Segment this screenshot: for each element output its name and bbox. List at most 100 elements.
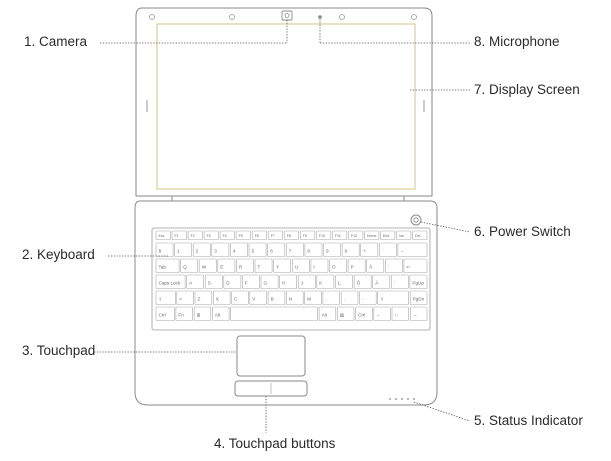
keyboard-key bbox=[366, 258, 385, 273]
keyboard-key-label: ' bbox=[394, 280, 395, 285]
keyboard-key-label: R bbox=[239, 264, 243, 269]
keyboard-key bbox=[336, 306, 355, 321]
keyboard-key-label: F bbox=[245, 280, 248, 285]
keyboard-key bbox=[329, 258, 347, 273]
keyboard-key bbox=[323, 242, 341, 257]
keyboard-key bbox=[230, 306, 318, 321]
keyboard-key-label: 9 bbox=[326, 248, 329, 253]
keyboard-key bbox=[213, 290, 231, 305]
keyboard-key bbox=[155, 258, 180, 273]
keyboard-key bbox=[155, 242, 174, 257]
keyboard-key-label: Fn bbox=[178, 312, 184, 317]
keyboard-key bbox=[335, 274, 353, 289]
keyboard-key bbox=[373, 306, 391, 321]
keyboard-key-label: F3 bbox=[207, 234, 211, 238]
keyboard-key-label: Caps Lock bbox=[159, 280, 181, 285]
keyboard-key-label: 2 bbox=[196, 248, 199, 253]
camera-label: 1. Camera bbox=[24, 34, 88, 49]
keyboard-key bbox=[267, 230, 284, 240]
keyboard-key-label: Ins bbox=[399, 234, 404, 238]
keyboard-key bbox=[286, 290, 304, 305]
keyboard-key bbox=[315, 230, 332, 240]
keyboard-key bbox=[171, 230, 187, 240]
keyboard-key-label: F1 bbox=[175, 234, 179, 238]
keyboard-key-label: Y bbox=[276, 264, 279, 269]
keyboard-key bbox=[355, 306, 373, 321]
keyboard-key bbox=[297, 274, 316, 289]
keyboard-key-label: ⇧ bbox=[159, 296, 163, 301]
keyboard-key bbox=[331, 230, 348, 240]
keyboard-key-label: ⇧ bbox=[380, 296, 384, 301]
keyboard-key-label: Ctrl bbox=[358, 312, 365, 317]
keyboard-key bbox=[359, 290, 377, 305]
keyboard-key bbox=[155, 290, 176, 305]
keyboard-key bbox=[377, 290, 410, 305]
keyboard-key bbox=[251, 230, 267, 240]
keyboard-key bbox=[217, 258, 236, 273]
keyboard-key-label: Ctrl bbox=[159, 312, 166, 317]
keyboard-key bbox=[267, 290, 286, 305]
keyboard-key-label: 1 bbox=[177, 248, 180, 253]
camera-icon bbox=[281, 10, 293, 21]
keyboard-key bbox=[187, 230, 203, 240]
keyboard-key bbox=[155, 306, 175, 321]
keyboard-key bbox=[304, 242, 323, 257]
keyboard-key-label: 5 bbox=[252, 248, 255, 253]
keyboard-key-label: Å bbox=[369, 263, 373, 269]
lid-screw-icon bbox=[149, 14, 155, 20]
keyboard-key bbox=[155, 230, 171, 240]
keyboard-key-label: W bbox=[202, 264, 207, 269]
keyboard-key-label: ⊞ bbox=[197, 312, 201, 317]
keyboard-key-label: F2 bbox=[191, 234, 195, 238]
keyboard-key-label: C bbox=[234, 296, 238, 301]
keyboard-key-label: 8 bbox=[307, 248, 310, 253]
keyboard-key-label: Q bbox=[183, 264, 187, 269]
display-screen bbox=[156, 23, 416, 190]
keyboard-key-label: , bbox=[325, 296, 326, 301]
keyboard-key-label: S bbox=[208, 280, 211, 285]
keyboard-key-label: F6 bbox=[255, 234, 259, 238]
keyboard-key-label: - bbox=[362, 296, 364, 301]
keyboard-key-label: ¨ bbox=[388, 264, 390, 269]
keyboard-key-label: A bbox=[189, 280, 193, 285]
keyboard-key bbox=[231, 290, 249, 305]
keyboard-key bbox=[304, 290, 322, 305]
keyboard-key bbox=[384, 258, 403, 273]
keyboard-key bbox=[378, 242, 397, 257]
keyboard-key-label: F4 bbox=[223, 234, 227, 238]
keyboard-key bbox=[285, 242, 304, 257]
keyboard-key-label: 0 bbox=[345, 248, 348, 253]
keyboard-key-label: B bbox=[271, 296, 274, 301]
keyboard-key-label: ← bbox=[376, 312, 381, 317]
power-switch-icon bbox=[410, 214, 422, 226]
keyboard-label: 2. Keyboard bbox=[22, 247, 95, 262]
keyboard-key bbox=[316, 274, 335, 289]
keyboard-key-label: . bbox=[344, 296, 345, 301]
keyboard-key bbox=[230, 242, 248, 257]
microphone-label: 8. Microphone bbox=[474, 34, 560, 49]
keyboard-key bbox=[353, 274, 372, 289]
keyboard-key-label: → bbox=[413, 312, 418, 317]
microphone-icon bbox=[318, 15, 322, 19]
lid-screw-icon bbox=[339, 14, 345, 20]
keyboard-key-label: V bbox=[252, 296, 256, 301]
status-indicator bbox=[389, 398, 415, 400]
keyboard-key-label: Esc bbox=[159, 234, 165, 238]
keyboard-key bbox=[380, 230, 396, 240]
keyboard-key bbox=[340, 290, 359, 305]
keyboard-key-label: Z bbox=[198, 296, 201, 301]
keyboard-key bbox=[299, 230, 316, 240]
keyboard-key-label: E bbox=[220, 264, 223, 269]
keyboard-key bbox=[254, 258, 273, 273]
keyboard-key bbox=[390, 274, 409, 289]
keyboard-key bbox=[267, 242, 286, 257]
keyboard-key-label: 6 bbox=[270, 248, 273, 253]
lid-screw-icon bbox=[229, 14, 235, 20]
keyboard-key-label: 7 bbox=[289, 248, 292, 253]
keyboard-key-label: N bbox=[289, 296, 292, 301]
keyboard-key-label: Alt bbox=[322, 312, 328, 317]
keyboard-key bbox=[193, 306, 212, 321]
keyboard-key-label: M bbox=[307, 296, 311, 301]
keyboard-key bbox=[412, 230, 428, 240]
keyboard-key bbox=[194, 290, 213, 305]
